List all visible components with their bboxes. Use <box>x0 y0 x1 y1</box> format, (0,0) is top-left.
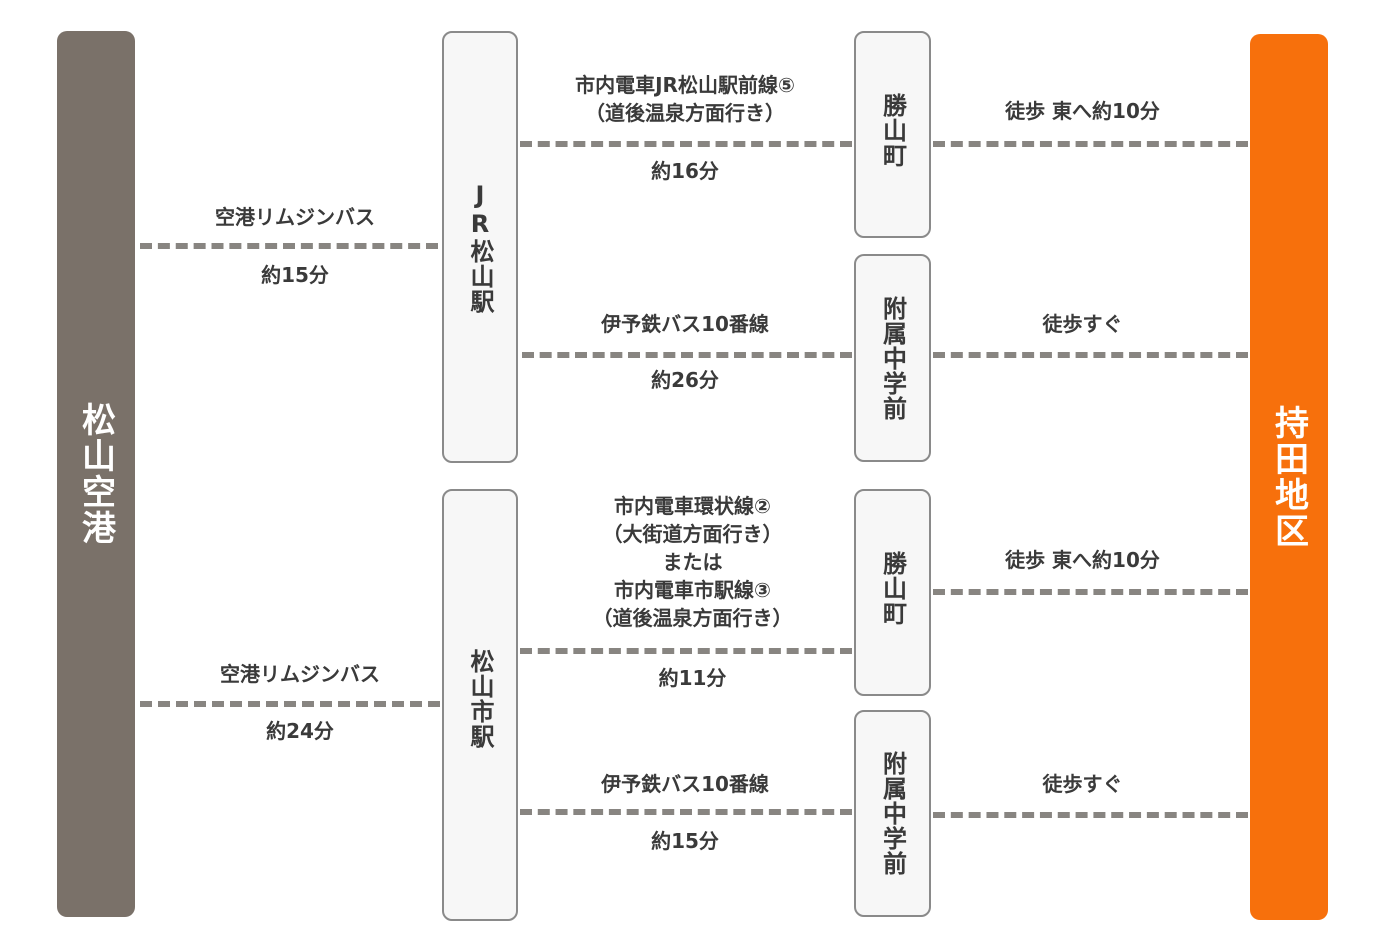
route-line-airport-jr <box>140 243 438 249</box>
walk-label-1: 徒歩 東へ約10分 <box>935 97 1230 125</box>
route-line-direction-2: （道後温泉方面行き） <box>592 606 793 630</box>
route-line-shi-fuzoku <box>520 809 852 815</box>
route-time-shi-fuzoku: 約15分 <box>530 827 840 855</box>
route-line-name: 空港リムジンバス <box>215 205 375 229</box>
route-time-shi-katsuyamachi: 約11分 <box>530 664 855 692</box>
route-time-airport-shi: 約24分 <box>150 717 450 745</box>
station-jr-matsuyama-label: JR松山駅 <box>466 181 494 314</box>
walk-label-3: 徒歩 東へ約10分 <box>935 546 1230 574</box>
destination-label: 持田地区 <box>1268 405 1309 549</box>
route-time: 約15分 <box>261 263 329 287</box>
station-matsuyama-shi: 松山市駅 <box>442 489 518 921</box>
route-time: 約11分 <box>658 666 727 690</box>
stop-katsuyamachi-2: 勝山町 <box>854 489 931 696</box>
origin-bar-matsuyama-airport: 松山空港 <box>57 31 135 917</box>
stop-fuzoku-2-label: 附属中学前 <box>878 751 907 876</box>
route-time: 約26分 <box>651 368 719 392</box>
stop-katsuyamachi-2-label: 勝山町 <box>878 551 907 626</box>
route-line-name-1: 市内電車環状線② <box>614 494 771 518</box>
stop-fuzoku-1: 附属中学前 <box>854 254 931 462</box>
route-label-shi-fuzoku: 伊予鉄バス10番線 <box>530 770 840 798</box>
route-line-name: 市内電車JR松山駅前線⑤ <box>575 73 795 97</box>
route-line-direction: （道後温泉方面行き） <box>585 101 785 125</box>
route-line-name-2: 市内電車市駅線③ <box>614 578 771 602</box>
walk-line-1 <box>933 141 1248 147</box>
stop-fuzoku-2: 附属中学前 <box>854 710 931 917</box>
walk-text: 徒歩 東へ約10分 <box>1005 548 1160 572</box>
route-line-direction-1: （大街道方面行き） <box>602 522 783 546</box>
route-label-jr-katsuyamachi: 市内電車JR松山駅前線⑤ （道後温泉方面行き） <box>530 71 840 127</box>
route-line-or: または <box>662 550 723 574</box>
walk-text: 徒歩 東へ約10分 <box>1005 99 1160 123</box>
route-line-name: 伊予鉄バス10番線 <box>601 312 769 336</box>
stop-katsuyamachi-1: 勝山町 <box>854 31 931 238</box>
route-time-jr-katsuyamachi: 約16分 <box>530 157 840 185</box>
route-line-jr-fuzoku <box>522 352 852 358</box>
route-line-airport-shi <box>140 701 440 707</box>
route-label-airport-shi: 空港リムジンバス <box>150 660 450 688</box>
destination-bar-mochida: 持田地区 <box>1250 34 1328 920</box>
route-time-jr-fuzoku: 約26分 <box>530 366 840 394</box>
station-matsuyama-shi-label: 松山市駅 <box>466 649 494 749</box>
walk-label-4: 徒歩すぐ <box>935 770 1230 798</box>
route-label-airport-jr: 空港リムジンバス <box>150 203 440 231</box>
station-jr-matsuyama: JR松山駅 <box>442 31 518 463</box>
route-line-name: 空港リムジンバス <box>220 662 380 686</box>
route-line-shi-katsuyamachi <box>520 648 852 654</box>
stop-fuzoku-1-label: 附属中学前 <box>878 295 907 421</box>
route-time: 約16分 <box>651 159 719 183</box>
origin-label: 松山空港 <box>75 402 116 546</box>
walk-text: 徒歩すぐ <box>1042 312 1123 336</box>
route-line-name: 伊予鉄バス10番線 <box>601 772 769 796</box>
route-label-shi-katsuyamachi: 市内電車環状線② （大街道方面行き） または 市内電車市駅線③ （道後温泉方面行… <box>530 492 855 632</box>
walk-text: 徒歩すぐ <box>1042 772 1123 796</box>
route-time: 約15分 <box>651 829 719 853</box>
route-line-jr-katsuyamachi <box>520 141 852 147</box>
walk-line-2 <box>933 352 1248 358</box>
walk-line-4 <box>933 812 1248 818</box>
walk-line-3 <box>933 589 1248 595</box>
route-time: 約24分 <box>266 719 334 743</box>
route-label-jr-fuzoku: 伊予鉄バス10番線 <box>530 310 840 338</box>
route-time-airport-jr: 約15分 <box>150 261 440 289</box>
walk-label-2: 徒歩すぐ <box>935 310 1230 338</box>
stop-katsuyamachi-1-label: 勝山町 <box>878 93 907 168</box>
